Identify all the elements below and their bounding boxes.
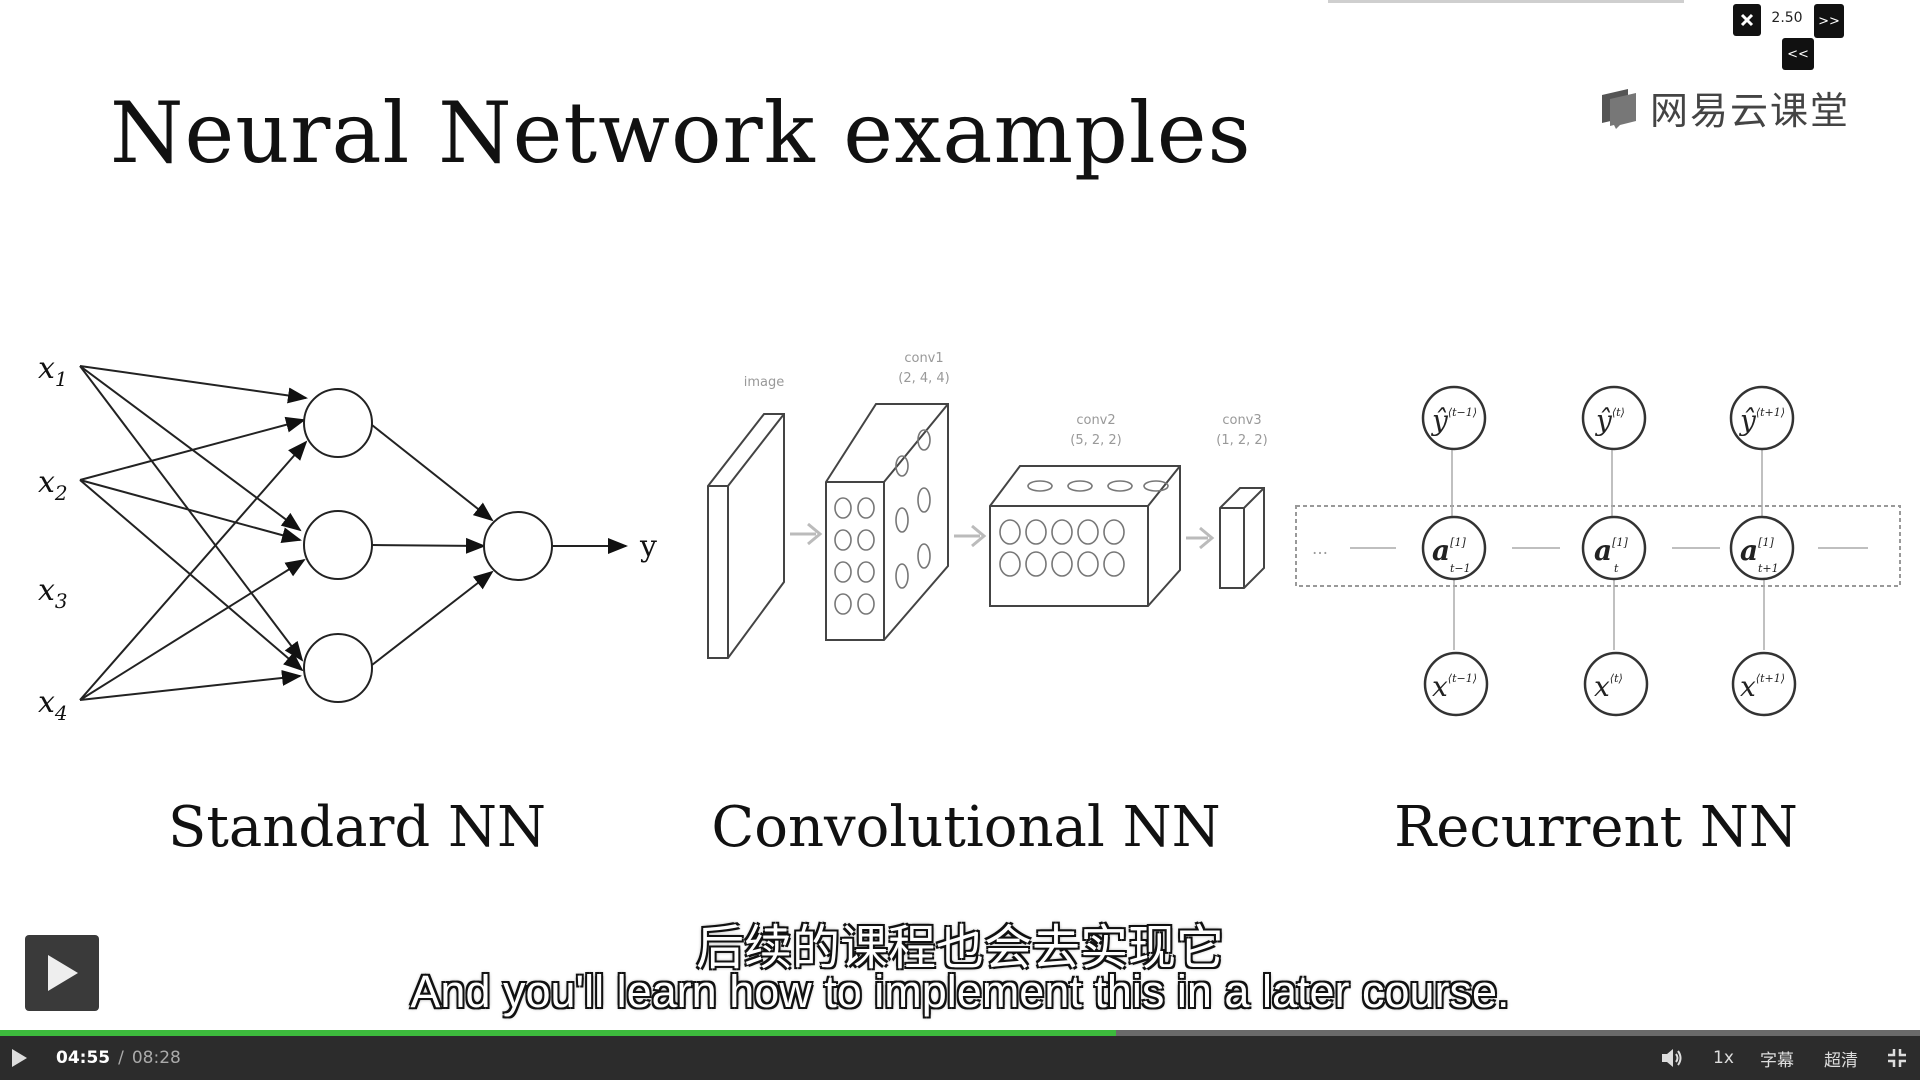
speed-value: 2.50	[1771, 10, 1803, 26]
rnn-hidden-sub: t−1	[1450, 562, 1471, 575]
rnn-input-label: x⟨t⟩	[1594, 670, 1623, 703]
playback-rate-button[interactable]: 1x	[1713, 1048, 1734, 1068]
conv3-dims: (1, 2, 2)	[1216, 433, 1268, 448]
rnn-input-node	[1731, 651, 1797, 717]
play-icon	[12, 1049, 27, 1067]
subtitle-english: And you'll learn how to implement this i…	[410, 966, 1510, 1017]
input-label: x4	[38, 685, 68, 725]
time-display: 04:55 / 08:28	[56, 1036, 181, 1080]
caption-recurrent-nn: Recurrent NN	[1394, 795, 1798, 860]
speed-up-button[interactable]: >>	[1814, 4, 1844, 38]
standard-nn-diagram: x1 x2 x3 x4 y	[38, 351, 657, 725]
subtitle-chinese: 后续的课程也会去实现它	[695, 920, 1224, 976]
rnn-output-node	[1421, 385, 1487, 451]
speed-down-button[interactable]: <<	[1782, 38, 1814, 70]
slide-title: Neural Network examples	[110, 84, 1252, 182]
rnn-diagram: ŷ⟨t−1⟩ ŷ⟨t⟩ ŷ⟨t+1⟩ a[1] t−1 a[1] t a[1] …	[1295, 385, 1901, 717]
conv1-dims: (2, 4, 4)	[898, 371, 950, 386]
close-speed-button[interactable]	[1733, 4, 1761, 36]
rnn-hidden-sub: t+1	[1758, 562, 1779, 575]
image-label: image	[744, 375, 785, 390]
rnn-output-node	[1729, 385, 1795, 451]
play-icon	[48, 955, 78, 991]
rnn-hidden-label: a[1]	[1594, 534, 1628, 567]
rnn-input-node	[1423, 651, 1489, 717]
quality-button[interactable]: 超清	[1824, 1050, 1858, 1071]
output-label: y	[639, 529, 657, 564]
fullscreen-exit-icon	[1888, 1049, 1906, 1067]
play-button[interactable]	[10, 1036, 40, 1080]
caption-convolutional-nn: Convolutional NN	[711, 795, 1221, 860]
hidden-node	[303, 510, 373, 580]
input-label: x2	[38, 465, 68, 505]
rnn-ellipsis: …	[1312, 539, 1328, 558]
rnn-output-node	[1581, 385, 1647, 451]
rnn-hidden-sub: t	[1614, 562, 1619, 575]
rnn-input-label: x⟨t−1⟩	[1432, 670, 1477, 703]
rnn-output-label: ŷ⟨t⟩	[1594, 404, 1625, 437]
flow-arrow	[1186, 526, 1215, 550]
progress-fill	[0, 1030, 1116, 1036]
control-bar: 04:55 / 08:28 1x 字幕 超清	[0, 1036, 1920, 1080]
top-divider	[1328, 0, 1684, 3]
conv2-dims: (5, 2, 2)	[1070, 433, 1122, 448]
flow-arrow	[790, 522, 823, 546]
volume-button[interactable]	[1660, 1036, 1684, 1080]
rnn-hidden-label: a[1]	[1432, 534, 1466, 567]
book-logo-icon	[1602, 88, 1636, 129]
input-label: x1	[38, 351, 68, 391]
conv2-label: conv2	[1076, 413, 1115, 428]
current-time: 04:55	[56, 1048, 111, 1068]
big-play-button[interactable]	[25, 935, 99, 1011]
cnn-diagram: image conv1 (2, 4, 4) conv2 (5, 2, 2) co…	[707, 351, 1268, 659]
conv1-label: conv1	[904, 351, 943, 366]
rnn-input-node	[1583, 651, 1649, 717]
video-frame[interactable]: Neural Network examples 网易云课堂	[0, 0, 1920, 1030]
volume-icon	[1662, 1049, 1682, 1067]
rnn-output-label: ŷ⟨t+1⟩	[1738, 404, 1785, 437]
rnn-hidden-node	[1729, 515, 1795, 581]
input-image-slab	[707, 413, 785, 659]
rnn-hidden-node	[1581, 515, 1647, 581]
flow-arrow	[954, 524, 987, 548]
time-separator: /	[118, 1048, 124, 1068]
rnn-unrolled-box	[1295, 505, 1901, 587]
conv3-block	[1219, 487, 1265, 589]
rnn-hidden-label: a[1]	[1740, 534, 1774, 567]
input-label: x3	[38, 573, 68, 613]
caption-standard-nn: Standard NN	[168, 795, 546, 860]
rnn-hidden-node	[1421, 515, 1487, 581]
conv3-label: conv3	[1222, 413, 1261, 428]
output-node	[483, 511, 553, 581]
logo-text: 网易云课堂	[1650, 89, 1851, 133]
rnn-output-label: ŷ⟨t−1⟩	[1430, 404, 1477, 437]
close-icon	[1740, 13, 1754, 27]
hidden-node	[303, 388, 373, 458]
duration: 08:28	[131, 1048, 181, 1068]
fullscreen-exit-button[interactable]	[1886, 1036, 1908, 1080]
conv1-block	[825, 403, 949, 641]
progress-bar[interactable]	[0, 1030, 1920, 1036]
conv2-block	[989, 465, 1181, 607]
hidden-node	[303, 633, 373, 703]
subtitle-button[interactable]: 字幕	[1760, 1050, 1794, 1071]
rnn-input-label: x⟨t+1⟩	[1740, 670, 1785, 703]
logo: 网易云课堂	[1598, 80, 1850, 135]
